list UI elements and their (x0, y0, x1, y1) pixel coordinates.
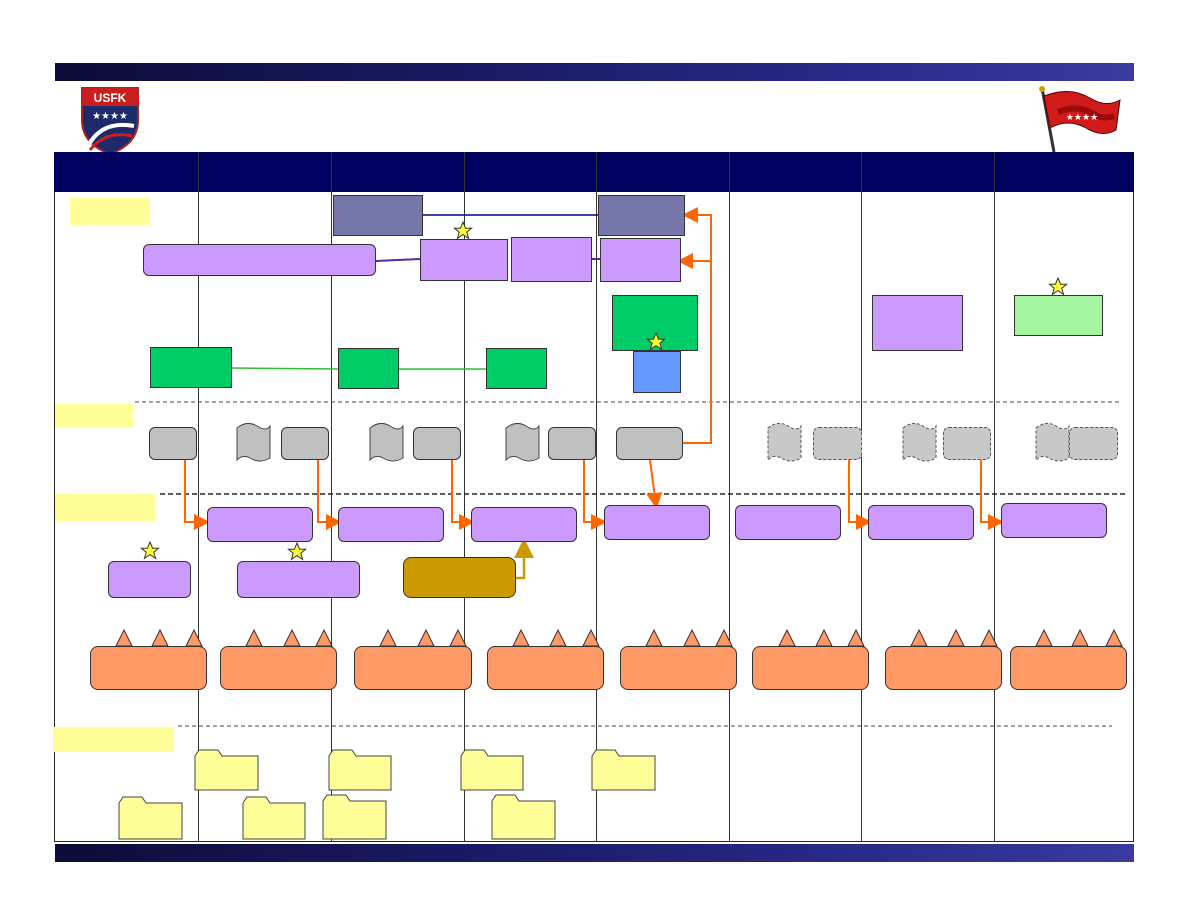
flow-arrow (646, 459, 663, 509)
connector-line (375, 258, 421, 262)
orange-process-box (885, 646, 1002, 690)
row-label-3 (55, 494, 155, 521)
gold-process-box (403, 557, 516, 598)
column-divider (331, 152, 332, 842)
orange-process-box (487, 646, 604, 690)
document-icon (505, 422, 540, 462)
column-header-band (54, 152, 1134, 192)
gray-process-box (413, 427, 461, 460)
gray-process-box (616, 427, 683, 460)
four-star-flag-icon: ★★★★ (1032, 86, 1124, 159)
orange-process-box (220, 646, 337, 690)
orange-process-box (1010, 646, 1127, 690)
process-box (338, 507, 444, 542)
row-label-4 (53, 727, 174, 752)
row-label-2 (55, 404, 133, 428)
process-box (604, 505, 710, 540)
star-icon (140, 540, 160, 560)
process-box (511, 237, 592, 282)
column-divider (729, 152, 730, 842)
flow-arrow (451, 460, 475, 530)
column-divider (596, 152, 597, 842)
usfk-logo-text: USFK (94, 91, 127, 105)
flow-arrow (583, 460, 607, 530)
folder-icon (322, 794, 387, 840)
process-box-wide (143, 244, 376, 276)
process-box (633, 351, 681, 393)
document-icon (767, 422, 802, 462)
process-box (333, 195, 423, 236)
gray-planned-box (943, 427, 991, 460)
process-box (735, 505, 841, 540)
gray-planned-box (1069, 427, 1118, 460)
process-box (420, 239, 508, 281)
process-box (486, 348, 547, 389)
column-divider (861, 152, 862, 842)
folder-icon (491, 794, 556, 840)
orange-process-box (620, 646, 737, 690)
flow-arrow (317, 460, 342, 530)
folder-icon (118, 796, 183, 840)
orange-process-box (90, 646, 207, 690)
document-icon (369, 422, 404, 462)
process-box (207, 507, 313, 542)
folder-icon (194, 749, 259, 791)
process-box (1014, 295, 1103, 336)
document-icon (902, 422, 937, 462)
document-icon (236, 422, 271, 462)
gray-process-box (548, 427, 596, 460)
folder-icon (460, 749, 524, 791)
folder-icon (328, 749, 392, 791)
gray-process-box (281, 427, 329, 460)
orange-process-box (752, 646, 869, 690)
top-banner-bar (55, 63, 1134, 81)
process-box (150, 347, 232, 388)
process-box (868, 505, 974, 540)
flow-arrow (682, 207, 712, 444)
process-box (600, 238, 681, 282)
row-label-1 (70, 198, 150, 225)
document-icon (1035, 422, 1070, 462)
column-divider (464, 152, 465, 842)
column-divider (198, 152, 199, 842)
connector-line (231, 367, 339, 370)
orange-process-box (354, 646, 472, 690)
folder-icon (591, 749, 656, 791)
process-box (598, 195, 685, 236)
flow-arrow (848, 460, 872, 530)
column-divider (994, 152, 995, 842)
flow-arrow (514, 538, 534, 580)
svg-text:★★★★: ★★★★ (1066, 113, 1098, 123)
gray-process-box (149, 427, 197, 460)
process-box (1001, 503, 1107, 538)
star-icon (646, 331, 666, 351)
process-box (338, 348, 399, 389)
flow-arrow (184, 460, 210, 530)
flow-arrow (980, 460, 1004, 530)
process-box (872, 295, 963, 351)
svg-text:★★★★: ★★★★ (92, 111, 128, 122)
process-box (108, 561, 191, 598)
star-icon (287, 541, 307, 561)
gray-planned-box (813, 427, 862, 460)
process-box (237, 561, 360, 598)
star-icon (453, 220, 473, 240)
star-icon (1048, 276, 1068, 296)
folder-icon (242, 796, 306, 840)
bottom-banner-bar (55, 844, 1134, 862)
process-box (471, 507, 577, 542)
